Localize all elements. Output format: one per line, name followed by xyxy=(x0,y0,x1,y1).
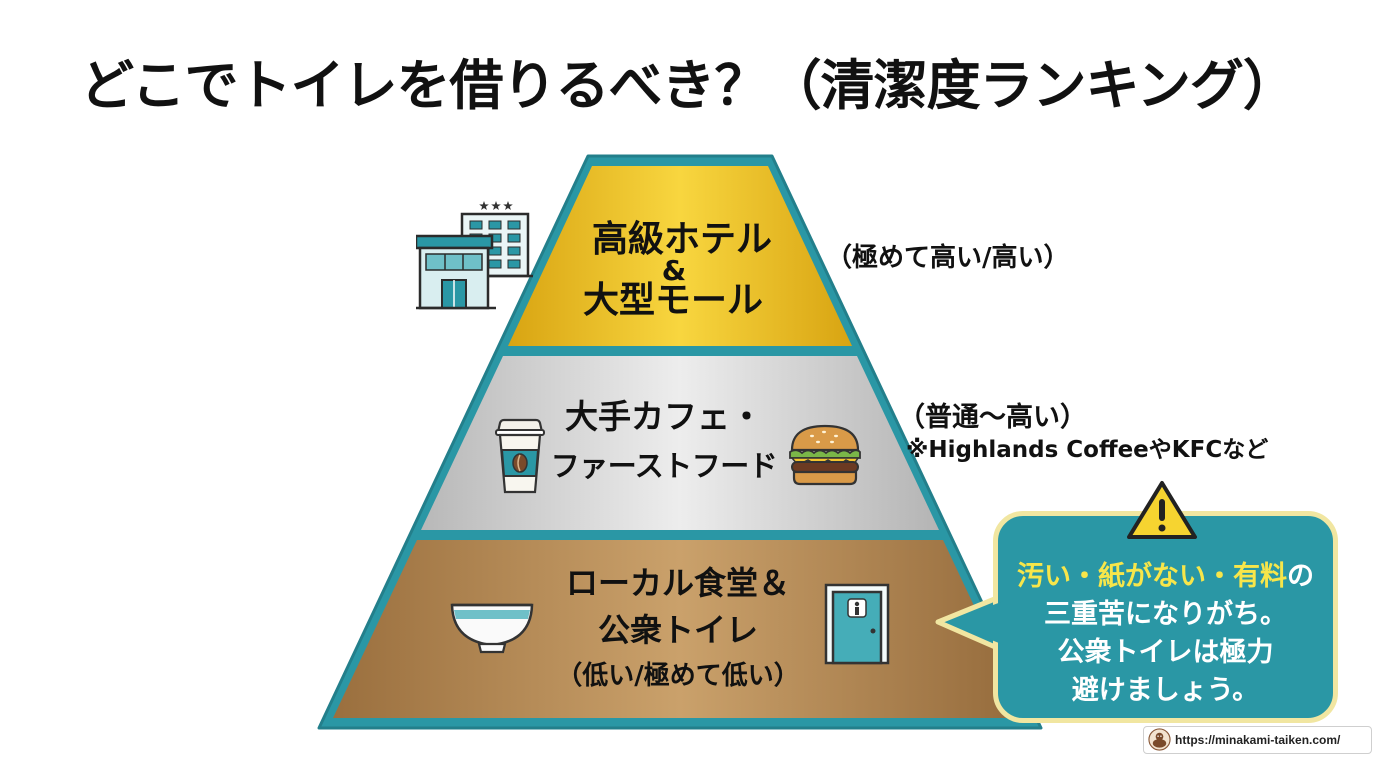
tier-bottom-rating: （低い/極めて低い） xyxy=(556,661,800,691)
warning-icon xyxy=(1127,481,1197,539)
coffee-cup-icon xyxy=(495,418,545,494)
warning-highlight-suffix: の xyxy=(1287,561,1314,592)
hotel-building-icon xyxy=(416,201,533,310)
warning-message: 汚い・紙がない・有料の 三重苦になりがち。 公衆トイレは極力 避けましょう。 xyxy=(998,558,1333,710)
site-url: https://minakami-taiken.com/ xyxy=(1175,733,1341,747)
warning-highlight: 汚い・紙がない・有料 xyxy=(1017,561,1287,592)
rice-bowl-icon xyxy=(450,603,534,654)
tier-middle-note: ※Highlands CoffeeやKFCなど xyxy=(906,437,1269,463)
tier-middle-line-1: 大手カフェ・ xyxy=(565,397,763,436)
warning-line-2: 三重苦になりがち。 xyxy=(1044,599,1287,630)
tier-top-line-1: 高級ホテル xyxy=(591,219,772,260)
warning-line-3: 公衆トイレは極力 xyxy=(1057,637,1274,668)
page-title: どこでトイレを借りるべき？（清潔度ランキング） xyxy=(80,54,1297,117)
avatar-icon xyxy=(1148,728,1171,751)
warning-line-1: 汚い・紙がない・有料の xyxy=(998,558,1333,596)
tier-bottom-line-2: 公衆トイレ xyxy=(597,611,758,649)
burger-icon xyxy=(789,424,861,486)
warning-line-4: 避けましょう。 xyxy=(1071,675,1260,706)
tier-top-line-3: 大型モール xyxy=(582,280,763,321)
site-credit-badge: https://minakami-taiken.com/ xyxy=(1143,726,1372,754)
tier-middle-line-2: ファーストフード xyxy=(550,449,778,483)
warning-bubble: 汚い・紙がない・有料の 三重苦になりがち。 公衆トイレは極力 避けましょう。 xyxy=(993,511,1338,723)
tier-bottom-line-1: ローカル食堂＆ xyxy=(565,564,790,602)
toilet-door-icon xyxy=(824,583,890,665)
bubble-pointer-fill xyxy=(946,601,1004,645)
tier-middle-rating: （普通～高い） xyxy=(898,402,1087,433)
pyramid-tier-middle xyxy=(421,356,939,530)
tier-top-line-2: & xyxy=(661,254,687,287)
tier-top-rating: （極めて高い/高い） xyxy=(826,243,1070,273)
pyramid-tier-top xyxy=(508,166,852,346)
